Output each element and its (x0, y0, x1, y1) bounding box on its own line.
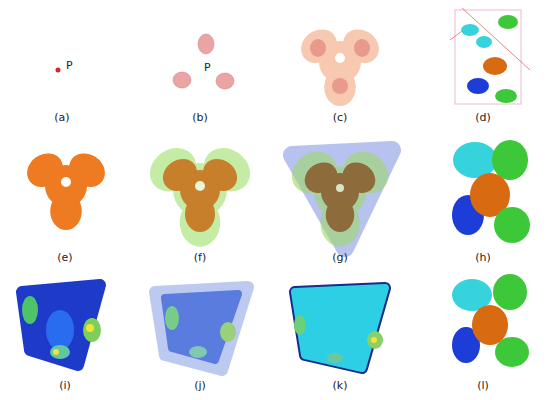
panel-label: (c) (333, 112, 348, 123)
panel-label: (d) (475, 112, 491, 123)
panel-label: (l) (477, 380, 489, 391)
cyan-surface (294, 288, 385, 368)
point-label: P (204, 62, 211, 73)
point-dot (56, 68, 61, 73)
large-blob-set (452, 140, 530, 243)
panel-label: (b) (192, 112, 208, 123)
blue-surface (22, 285, 101, 365)
surface-blob-set (452, 274, 529, 367)
point-label: P (66, 60, 73, 71)
panel-label: (f) (194, 252, 206, 263)
panel-label: (e) (57, 252, 72, 263)
panel-label: (a) (54, 112, 69, 123)
panel-label: (j) (194, 380, 206, 391)
panel-label: (i) (59, 380, 71, 391)
panel-label: (k) (333, 380, 348, 391)
panel-label: (h) (475, 252, 491, 263)
translucent-surface (155, 287, 248, 370)
panel-label: (g) (332, 252, 348, 263)
orange-trefoil (20, 147, 111, 231)
blob-set (450, 8, 530, 104)
blue-shell (284, 143, 397, 248)
pink-blobs (173, 34, 234, 89)
peach-trefoil (294, 23, 385, 107)
green-shell (141, 139, 258, 246)
